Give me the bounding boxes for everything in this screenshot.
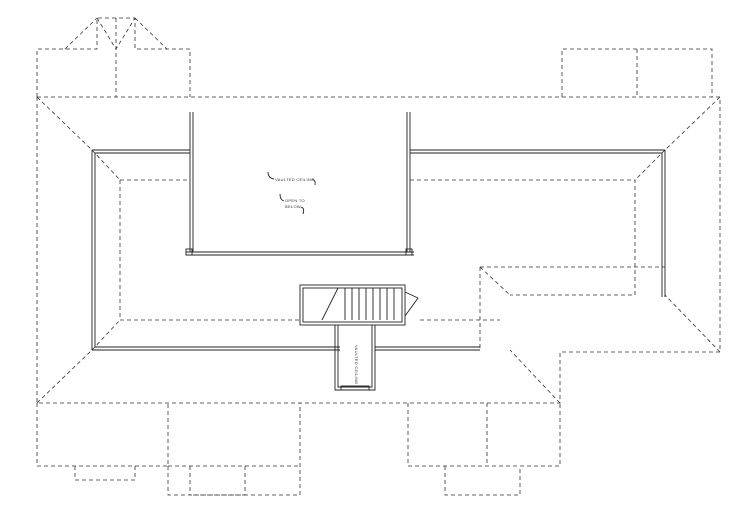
vaulted-ceiling-label: VAULTED CEILING [275,177,314,182]
stair-vaulted-note: VAULTED CEILING [354,345,359,384]
open-to-below-label-2: BELOW [285,204,301,209]
dormer-top-left [36,17,191,97]
staircase [299,284,419,391]
roof-outline [36,96,721,404]
bottom-projections [36,403,561,496]
interior-walls [91,112,666,351]
open-to-below-label-1: OPEN TO [285,198,305,203]
dormer-top-right [561,48,713,97]
